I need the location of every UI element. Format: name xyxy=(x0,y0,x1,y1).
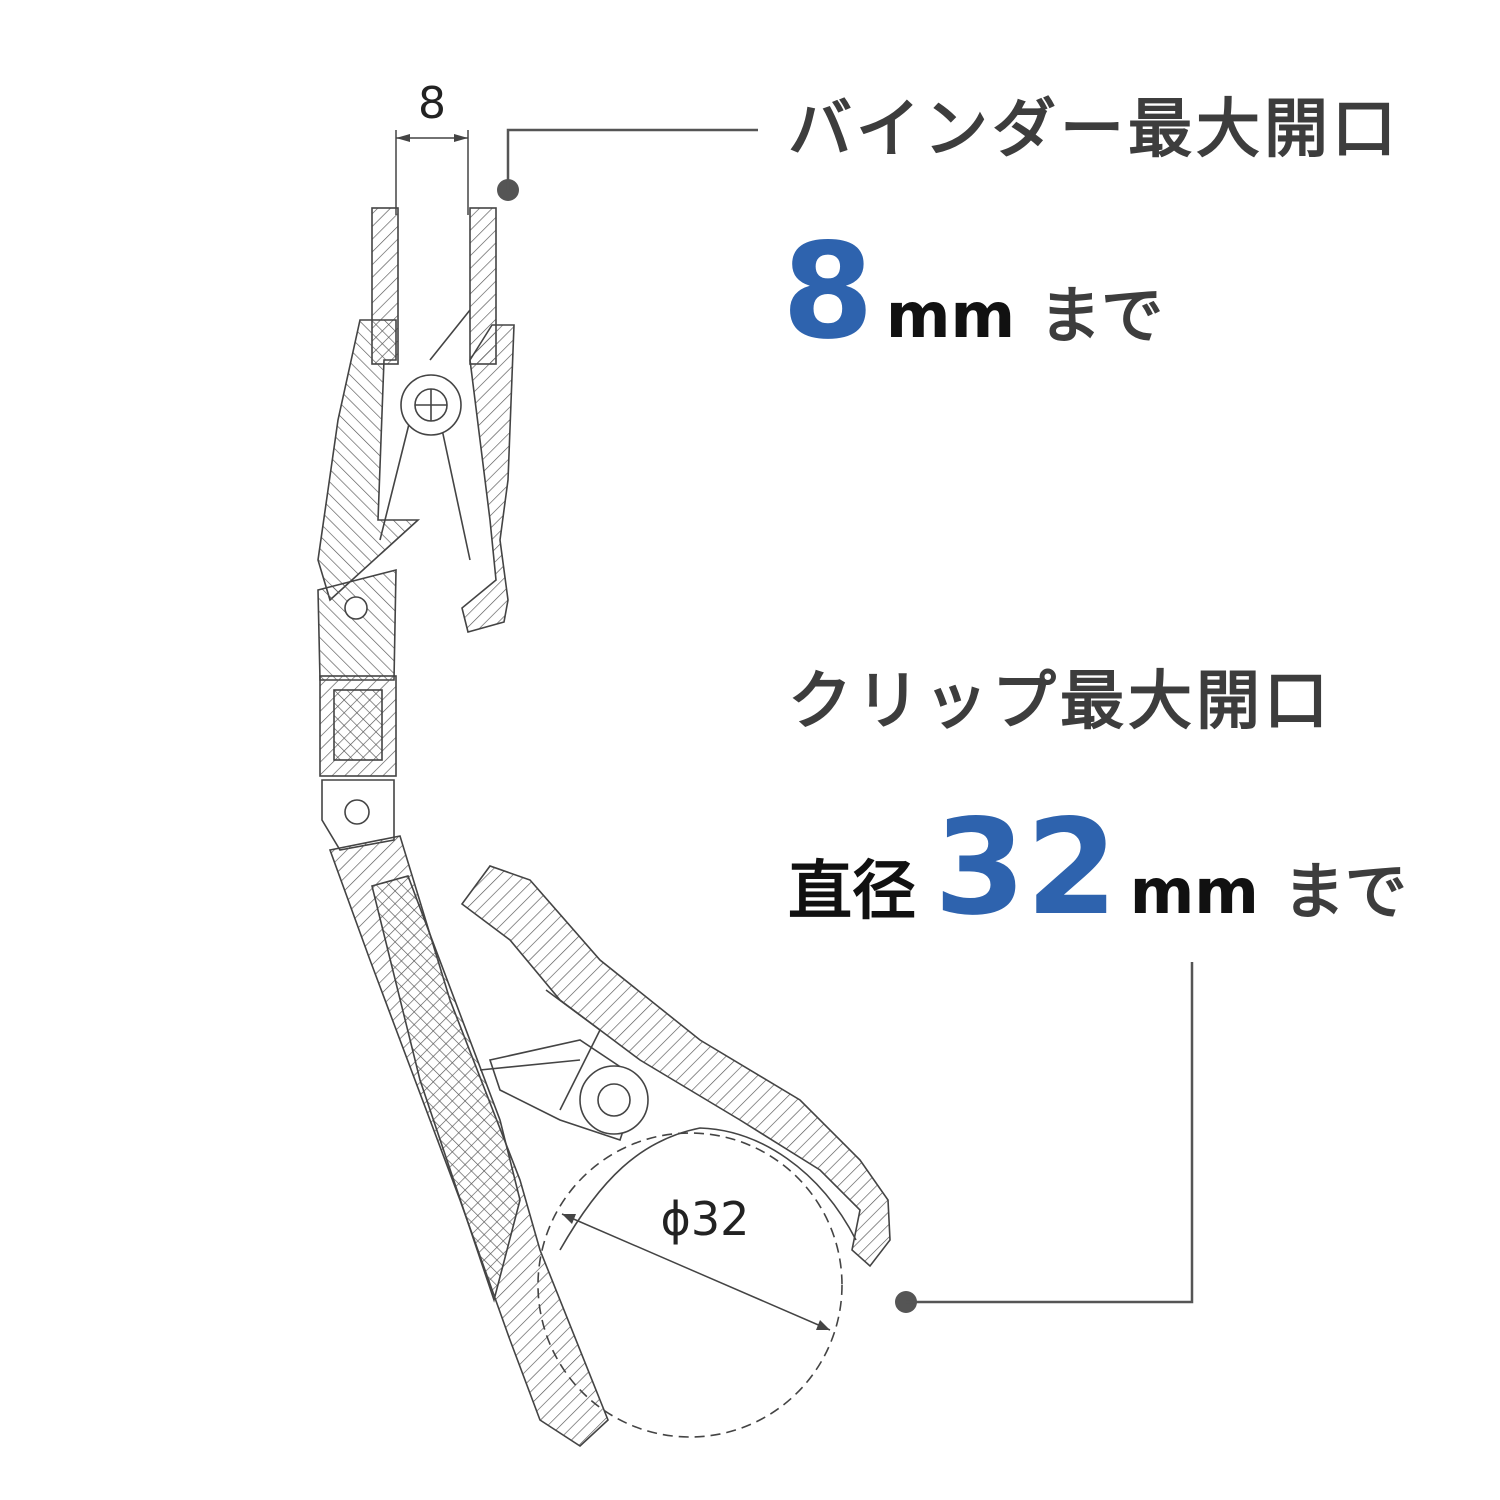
clip-callout-leader xyxy=(895,962,1194,1313)
binder-callout-leader xyxy=(497,128,758,201)
binder-suffix: まで xyxy=(1039,279,1164,352)
binder-width-dimension: 8 xyxy=(395,78,469,215)
clip-suffix: まで xyxy=(1282,855,1407,928)
diameter-label: ϕ32 xyxy=(661,1192,750,1246)
binder-width-label: 8 xyxy=(418,78,446,129)
clip-prefix: 直径 xyxy=(788,855,916,929)
binder-value: 8 xyxy=(782,215,874,369)
binder-clip xyxy=(317,207,515,633)
hinge-link xyxy=(317,568,397,851)
binder-heading: バインダー最大開口 xyxy=(788,93,1400,167)
clip-value: 32 xyxy=(934,791,1118,945)
clip-heading: クリップ最大開口 xyxy=(788,665,1332,739)
clip-unit: mm xyxy=(1129,855,1259,928)
diameter-object: ϕ32 xyxy=(537,1132,843,1438)
binder-unit: mm xyxy=(885,279,1016,352)
